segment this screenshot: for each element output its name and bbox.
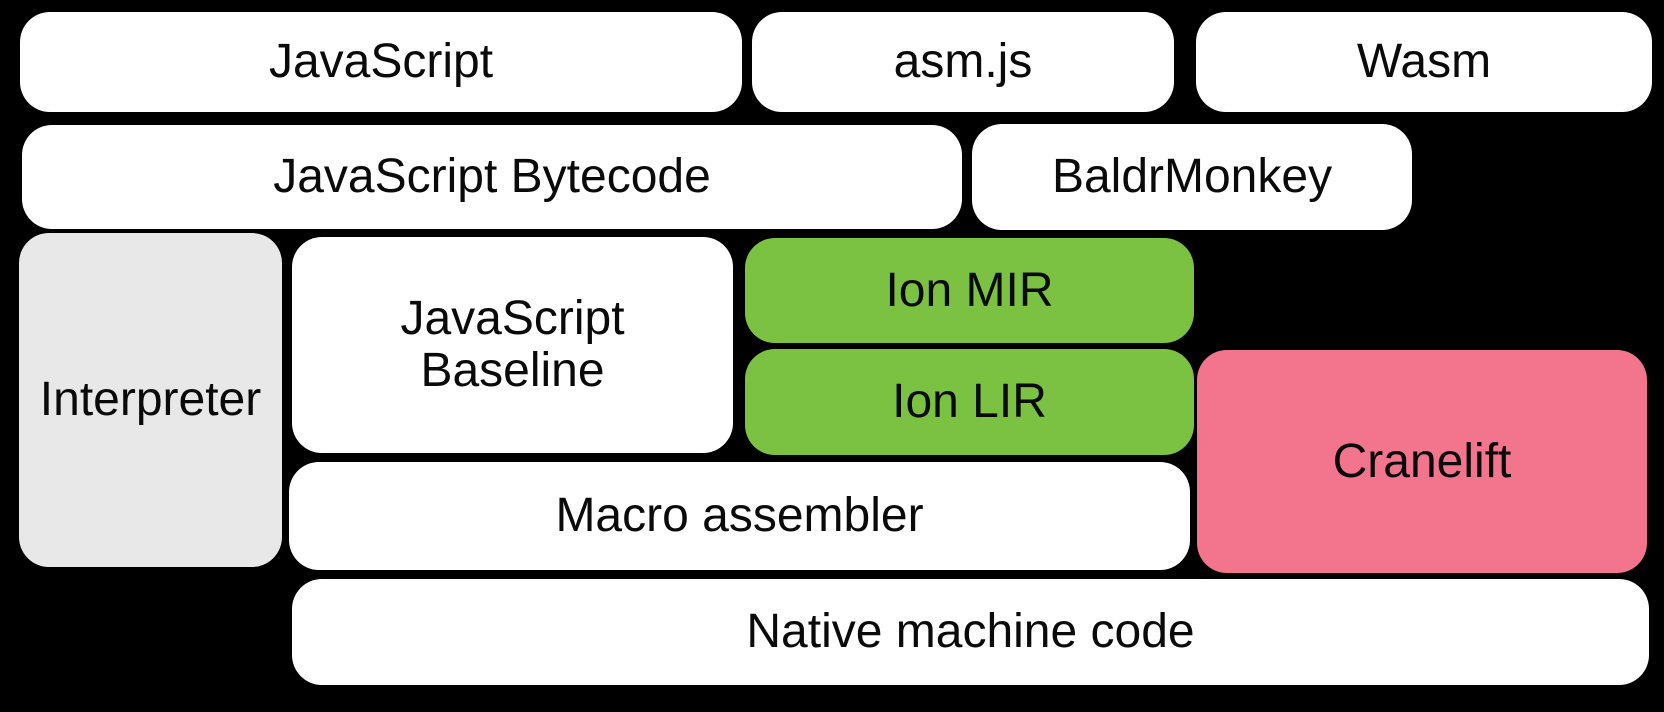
box-javascript-baseline: JavaScript Baseline [292, 237, 733, 453]
box-baldrmonkey-label: BaldrMonkey [1051, 150, 1333, 204]
box-javascript-label: JavaScript [268, 35, 494, 89]
box-ion-mir: Ion MIR [745, 238, 1194, 343]
box-ion-lir: Ion LIR [745, 349, 1194, 455]
box-wasm: Wasm [1196, 12, 1652, 112]
box-cranelift-label: Cranelift [1332, 434, 1512, 488]
box-javascript: JavaScript [20, 12, 742, 112]
box-cranelift: Cranelift [1197, 350, 1647, 573]
box-native-machine-code-label: Native machine code [746, 605, 1195, 659]
box-javascript-bytecode: JavaScript Bytecode [22, 125, 962, 229]
box-wasm-label: Wasm [1356, 35, 1492, 89]
box-baldrmonkey: BaldrMonkey [972, 124, 1412, 230]
box-macro-assembler: Macro assembler [289, 462, 1190, 570]
box-interpreter: Interpreter [19, 233, 282, 567]
box-javascript-baseline-label: JavaScript Baseline [400, 292, 625, 397]
box-ion-lir-label: Ion LIR [892, 375, 1047, 429]
box-javascript-bytecode-label: JavaScript Bytecode [273, 150, 711, 204]
box-ion-mir-label: Ion MIR [885, 263, 1054, 317]
box-asmjs-label: asm.js [893, 35, 1033, 89]
box-interpreter-label: Interpreter [39, 373, 262, 427]
box-macro-assembler-label: Macro assembler [555, 489, 924, 543]
box-asmjs: asm.js [752, 12, 1174, 112]
box-native-machine-code: Native machine code [292, 579, 1649, 685]
